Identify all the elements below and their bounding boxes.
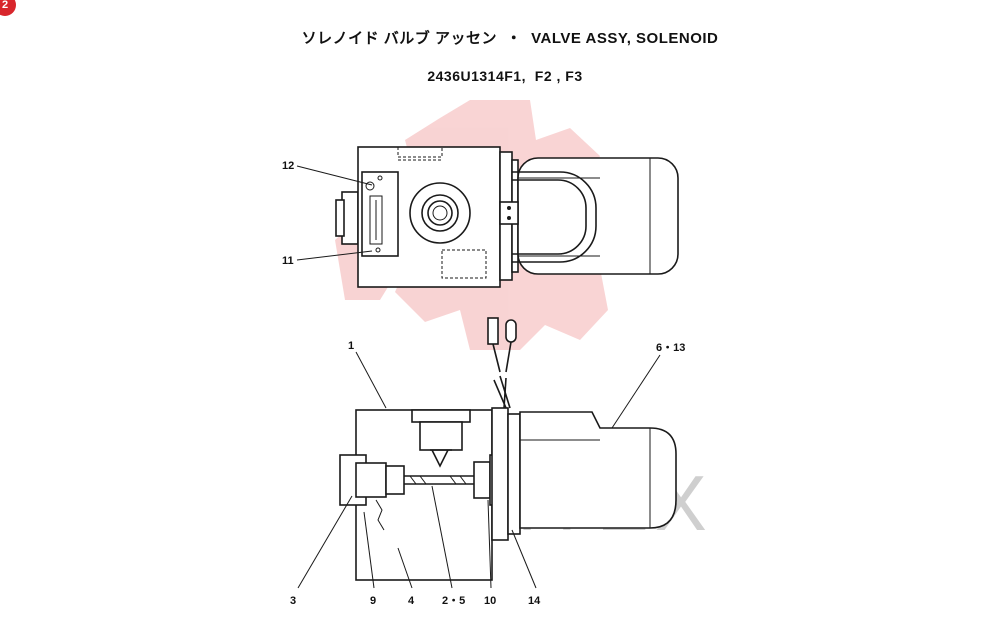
callout-11: 11: [282, 255, 294, 267]
section-view: [339, 317, 677, 581]
leader-lines: [296, 165, 661, 589]
callout-6-13: 6・13: [656, 342, 685, 354]
callout-1: 1: [348, 340, 354, 352]
part-number-subtitle: 2436U1314F1, F2 , F3: [427, 68, 583, 84]
top-view: [335, 146, 679, 288]
callout-9: 9: [370, 595, 376, 607]
callout-3: 3: [290, 595, 296, 607]
callout-2-5: 2・5: [442, 595, 465, 607]
page-number-badge: 2: [0, 0, 16, 16]
diagram-title: ソレノイド バルブ アッセン ・ VALVE ASSY, SOLENOID: [301, 30, 719, 47]
callout-10: 10: [484, 595, 496, 607]
callout-4: 4: [408, 595, 415, 607]
callout-12: 12: [282, 160, 294, 172]
callout-14: 14: [528, 595, 541, 607]
